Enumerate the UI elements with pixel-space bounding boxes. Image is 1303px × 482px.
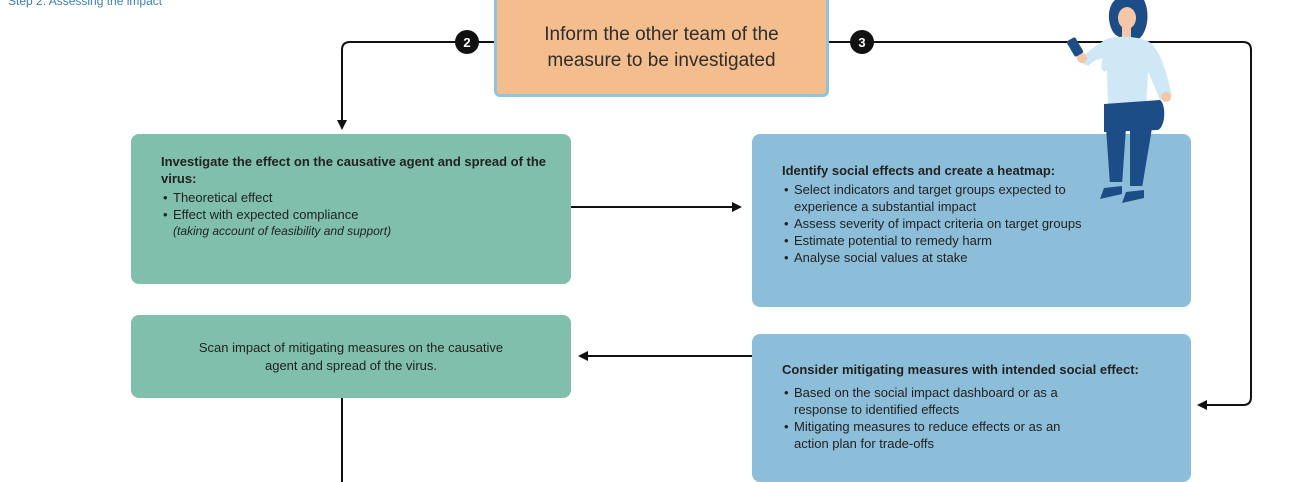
list-item: •Effect with expected compliance bbox=[163, 207, 359, 222]
scan-box: Scan impact of mitigating measures on th… bbox=[131, 315, 571, 398]
woman-sitting-with-phone-icon bbox=[1066, 0, 1172, 203]
list-item: •Select indicators and target groups exp… bbox=[784, 182, 1066, 214]
investigate-box: Investigate the effect on the causative … bbox=[131, 134, 571, 284]
inform-team-box: Inform the other team of the measure to … bbox=[494, 0, 829, 97]
investigate-note: (taking account of feasibility and suppo… bbox=[173, 224, 392, 238]
step-badge-2: 2 bbox=[455, 30, 479, 54]
heatmap-box: Identify social effects and create a hea… bbox=[752, 134, 1191, 307]
scan-text: Scan impact of mitigating measures on th… bbox=[198, 339, 504, 373]
list-item: •Mitigating measures to reduce effects o… bbox=[784, 419, 1061, 451]
heatmap-list: •Select indicators and target groups exp… bbox=[782, 181, 1135, 266]
arrow-to-mitigate bbox=[829, 41, 1252, 410]
mitigate-box: Consider mitigating measures with intend… bbox=[752, 334, 1191, 482]
heatmap-title: Identify social effects and create a hea… bbox=[782, 163, 1056, 178]
arrow-to-investigate bbox=[337, 41, 494, 130]
step-label: Step 2: Assessing the impact bbox=[8, 0, 163, 8]
list-item: •Theoretical effect bbox=[163, 190, 273, 205]
mitigate-list: •Based on the social impact dashboard or… bbox=[782, 384, 1179, 452]
mitigate-title: Consider mitigating measures with intend… bbox=[782, 362, 1139, 377]
list-item: •Assess severity of impact criteria on t… bbox=[784, 216, 1082, 231]
list-item: •Estimate potential to remedy harm bbox=[784, 233, 992, 248]
list-item: •Based on the social impact dashboard or… bbox=[784, 385, 1058, 417]
list-item: •Analyse social values at stake bbox=[784, 250, 968, 265]
inform-team-text: Inform the other team of the measure to … bbox=[544, 23, 779, 71]
step-badge-3: 3 bbox=[850, 30, 874, 54]
investigate-title: Investigate the effect on the causative … bbox=[161, 154, 547, 186]
investigate-list: •Theoretical effect •Effect with expecte… bbox=[161, 189, 551, 223]
